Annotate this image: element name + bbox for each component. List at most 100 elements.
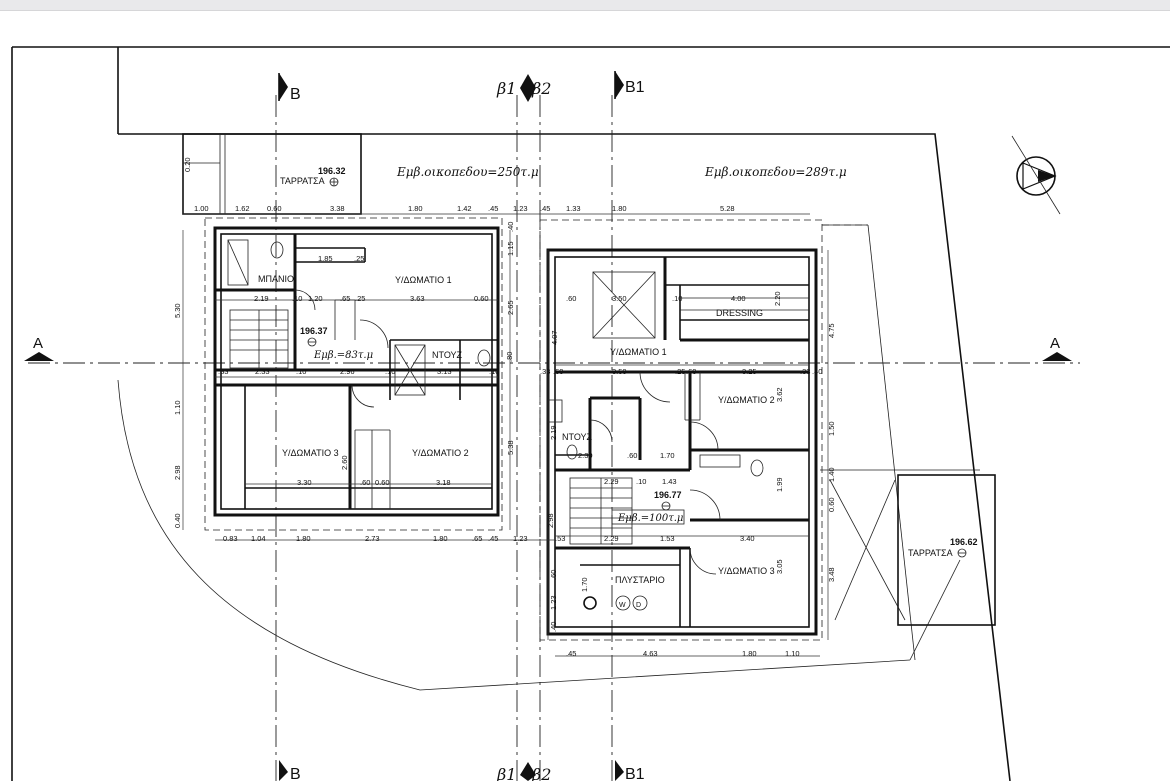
north-arrow-icon	[1011, 135, 1061, 215]
svg-text:.45: .45	[488, 534, 498, 543]
dimension-lines	[182, 213, 829, 657]
room-bath: ΜΠΑΝΙΟ	[258, 274, 294, 284]
svg-text:1.33: 1.33	[566, 204, 581, 213]
right-house	[539, 219, 868, 641]
dimensions-left-vertical: 0.20 5.30 1.10 2.98 0.40	[173, 157, 192, 528]
area-left-unit: Εμβ.=83τ.μ	[313, 350, 373, 361]
svg-text:3.48: 3.48	[827, 567, 836, 582]
svg-text:.10: .10	[489, 367, 499, 376]
svg-text:A: A	[33, 335, 43, 352]
svg-text:0.20: 0.20	[183, 157, 192, 172]
svg-text:.10: .10	[636, 477, 646, 486]
svg-text:.25: .25	[354, 254, 364, 263]
svg-text:2.29: 2.29	[604, 534, 619, 543]
section-marker-b1-bottom: B1	[615, 760, 645, 781]
svg-text:.60: .60	[553, 367, 563, 376]
svg-text:3.63: 3.63	[410, 294, 425, 303]
svg-text:1.23: 1.23	[513, 534, 528, 543]
svg-text:1.04: 1.04	[251, 534, 266, 543]
level-right-unit: 196.77	[654, 490, 682, 500]
svg-text:.33: .33	[800, 367, 810, 376]
svg-text:1.40: 1.40	[827, 467, 836, 482]
section-marker-b-top: B	[278, 73, 301, 103]
svg-text:2.30: 2.30	[578, 451, 593, 460]
terrace-right: ΤΑΡΡΑΤΣΑ 196.62	[820, 469, 996, 626]
svg-text:.33: .33	[540, 367, 550, 376]
svg-text:1.42: 1.42	[457, 204, 472, 213]
svg-text:3.40: 3.40	[740, 534, 755, 543]
svg-text:2.33: 2.33	[255, 367, 270, 376]
svg-text:ΤΑΡΡΑΤΣΑ: ΤΑΡΡΑΤΣΑ	[280, 176, 325, 186]
svg-text:0.40: 0.40	[173, 513, 182, 528]
svg-text:3.13: 3.13	[437, 367, 452, 376]
svg-text:0.83: 0.83	[223, 534, 238, 543]
svg-text:2.19: 2.19	[254, 294, 269, 303]
svg-text:2.60: 2.60	[340, 455, 349, 470]
svg-text:1.70: 1.70	[660, 451, 675, 460]
svg-text:.45: .45	[488, 204, 498, 213]
svg-text:1.62: 1.62	[235, 204, 250, 213]
section-marker-beta-bottom: β1 β2	[496, 762, 551, 781]
svg-text:1.20: 1.20	[308, 294, 323, 303]
level-marker-icon	[957, 548, 967, 558]
svg-text:1.50: 1.50	[827, 421, 836, 436]
svg-text:5.30: 5.30	[173, 303, 182, 318]
svg-text:5.38: 5.38	[506, 440, 515, 455]
svg-text:1.23: 1.23	[549, 595, 558, 610]
svg-text:β1: β1	[496, 79, 516, 98]
svg-text:1.53: 1.53	[660, 534, 675, 543]
room-shower-right: ΝΤΟΥΖ	[562, 432, 593, 442]
svg-text:2.98: 2.98	[173, 465, 182, 480]
level-left-unit: 196.37	[300, 326, 328, 336]
svg-text:3.18: 3.18	[436, 478, 451, 487]
svg-text:.60: .60	[627, 451, 637, 460]
dimensions-bottom-right: .45 4.63 1.80 1.10	[566, 649, 800, 658]
svg-text:.45: .45	[540, 204, 550, 213]
svg-text:B: B	[290, 86, 301, 103]
svg-text:.65: .65	[472, 534, 482, 543]
section-marker-b1-top: B1	[614, 71, 645, 99]
svg-text:B: B	[290, 766, 301, 781]
svg-text:4.07: 4.07	[550, 330, 559, 345]
room-bedroom-2-right: Υ/ΔΩΜΑΤΙΟ 2	[718, 395, 775, 405]
svg-text:1.99: 1.99	[775, 477, 784, 492]
svg-text:.80: .80	[505, 352, 514, 362]
svg-text:0.60: 0.60	[474, 294, 489, 303]
svg-text:β2: β2	[531, 765, 551, 781]
svg-text:3.50: 3.50	[612, 294, 627, 303]
svg-text:β1: β1	[496, 765, 516, 781]
svg-text:.40: .40	[549, 622, 558, 632]
svg-text:2.98: 2.98	[546, 513, 555, 528]
svg-text:0.60: 0.60	[375, 478, 390, 487]
svg-text:196.32: 196.32	[318, 166, 346, 176]
svg-text:.25: .25	[355, 294, 365, 303]
level-marker-icon	[661, 501, 671, 511]
sheet-frame	[11, 46, 1170, 781]
svg-text:1.85: 1.85	[318, 254, 333, 263]
svg-text:.10: .10	[296, 367, 306, 376]
svg-text:.10: .10	[292, 294, 302, 303]
svg-text:2.65: 2.65	[506, 300, 515, 315]
svg-text:1.23: 1.23	[513, 204, 528, 213]
area-right-unit: Εμβ.=100τ.μ	[617, 513, 683, 524]
svg-text:1.00: 1.00	[194, 204, 209, 213]
svg-text:0.60: 0.60	[267, 204, 282, 213]
svg-text:4.63: 4.63	[643, 649, 658, 658]
plot-boundary	[117, 47, 1011, 781]
svg-text:1.80: 1.80	[408, 204, 423, 213]
svg-text:2.29: 2.29	[604, 477, 619, 486]
svg-text:ΤΑΡΡΑΤΣΑ: ΤΑΡΡΑΤΣΑ	[908, 548, 953, 558]
svg-text:3.05: 3.05	[775, 559, 784, 574]
room-bedroom-3-right: Υ/ΔΩΜΑΤΙΟ 3	[718, 566, 775, 576]
svg-text:3.30: 3.30	[297, 478, 312, 487]
room-bedroom-3-left: Υ/ΔΩΜΑΤΙΟ 3	[282, 448, 339, 458]
svg-text:3.38: 3.38	[330, 204, 345, 213]
svg-text:.45: .45	[566, 649, 576, 658]
svg-text:1.10: 1.10	[173, 400, 182, 415]
water-heater-icon	[583, 596, 597, 610]
svg-text:1.70: 1.70	[580, 577, 589, 592]
svg-text:.10: .10	[385, 367, 395, 376]
dimensions-left-interior: 1.85 .25 2.19 .10 1.20 .65 .25 3.63 0.60…	[218, 222, 555, 528]
svg-text:B1: B1	[625, 79, 645, 96]
